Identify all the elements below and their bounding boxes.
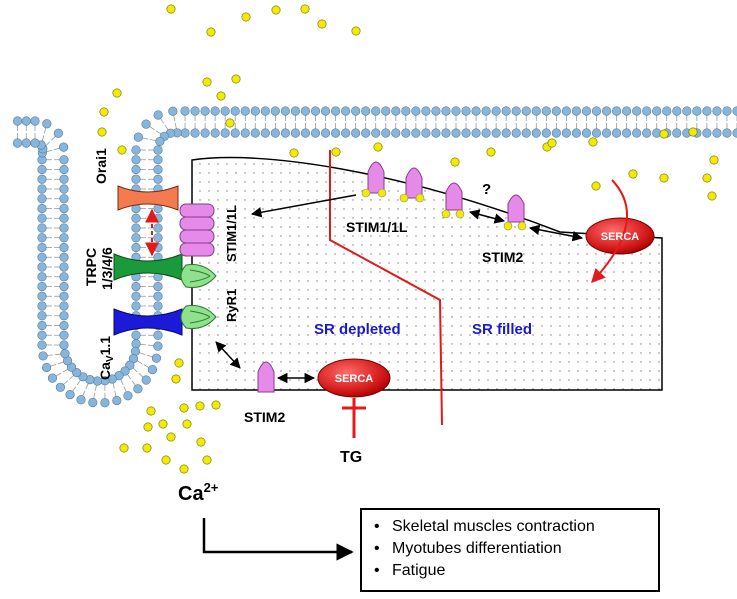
stim-protein-2 [405,167,423,199]
outcomes-list: Skeletal muscles contraction Myotubes di… [362,510,658,582]
question-mark: ? [482,181,491,198]
serca-bottom-pump [317,358,391,398]
stim1-stim2-arrow [468,209,506,224]
stim-protein-4 [507,194,525,223]
outcome-item: Fatigue [374,560,658,582]
trpc-channel [113,253,183,281]
stim2-serca-arrow [528,224,584,242]
cav-label: CaV1.1 [97,336,116,380]
trpc-label-line2: 1/3/4/6 [99,247,115,290]
stim-sr-proteins [257,161,527,393]
tg-label: TG [340,449,362,466]
orai1-channel [117,185,179,211]
sr-depleted-label: SR depleted [314,321,401,338]
stim2-bottom-protein [257,361,275,393]
serca-bottom-label: SERCA [335,373,374,385]
sr-filled-label: SR filled [472,321,532,338]
sarcoplasmic-reticulum [191,156,663,391]
stim1-pm-label: STIM1/1L [224,205,239,262]
sr-boundary-line [329,150,443,426]
outcomes-box: Skeletal muscles contraction Myotubes di… [360,508,660,592]
outcome-item: Skeletal muscles contraction [374,516,658,538]
ryr-stim2-arrow [215,341,241,369]
ca-to-outcomes-arrow [202,518,354,561]
serca-right-pump [585,217,655,255]
stim1-pm-stack [179,203,215,257]
ryr1-label: RyR1 [224,289,239,322]
stim1-sr-label: STIM1/1L [346,219,408,235]
calcium-ions [97,4,719,474]
serca-uptake-arrow [591,179,628,284]
outcome-item: Myotubes differentiation [374,538,658,560]
ryr1-receptor [180,264,217,329]
cav-channel [113,308,183,336]
stim-protein-1 [367,161,385,194]
trpc-label-line1: TRPC [83,248,99,286]
stim-protein-3 [445,182,463,211]
calcium-label: Ca2+ [178,480,219,505]
stim1-to-pm-arrow [250,194,357,218]
serca-right-label: SERCA [601,231,640,243]
stim2-sr-label: STIM2 [482,249,523,265]
stim2-bottom-label: STIM2 [244,409,285,425]
orai1-label: Orai1 [93,148,109,184]
